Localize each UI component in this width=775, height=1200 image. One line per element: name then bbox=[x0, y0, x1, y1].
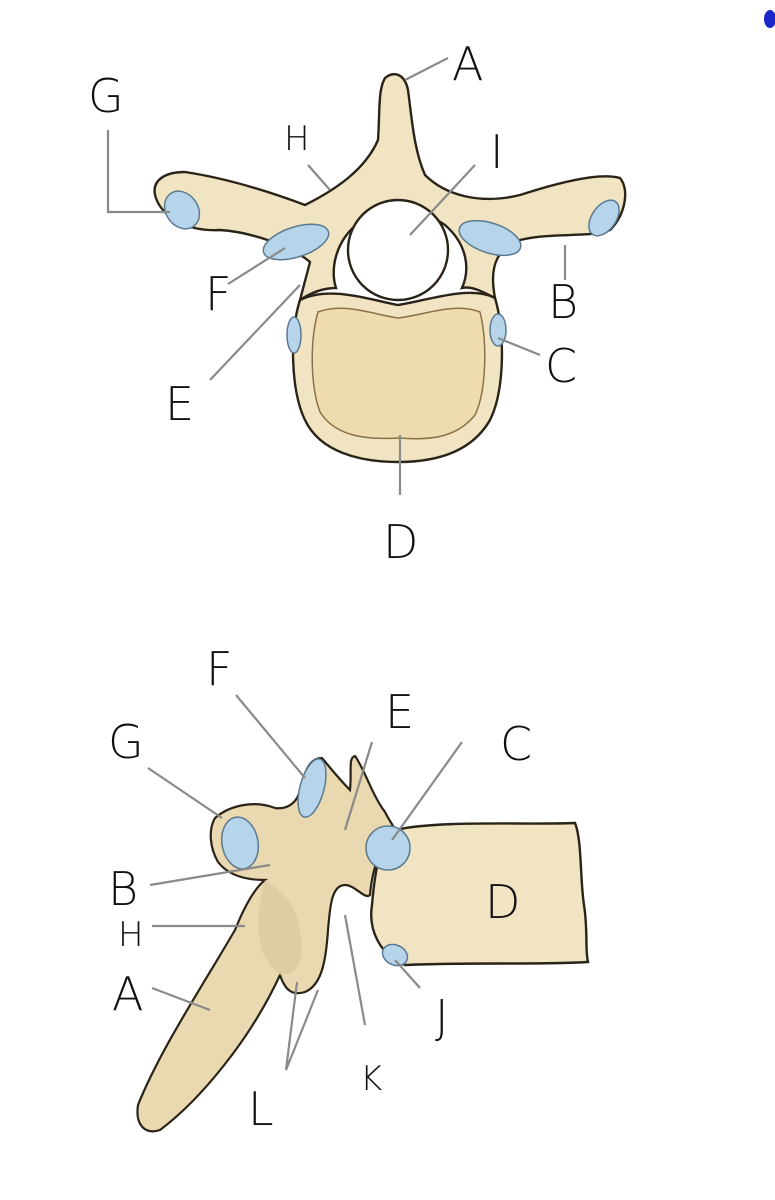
costal-facet-c bbox=[489, 313, 507, 347]
vertebral-foramen bbox=[346, 198, 450, 302]
label-a-lateral: A bbox=[112, 967, 143, 1021]
leader-g-lateral bbox=[147, 767, 223, 819]
leader-a-lateral bbox=[151, 986, 211, 1012]
label-l-lateral: L bbox=[248, 1082, 274, 1136]
label-j-lateral: J bbox=[435, 990, 449, 1044]
leader-k-lateral bbox=[343, 914, 367, 1026]
facet-f-lateral bbox=[297, 758, 327, 818]
label-c-superior: C bbox=[545, 339, 577, 393]
leader-f bbox=[227, 247, 286, 285]
label-h-lateral: H bbox=[118, 915, 144, 955]
leader-b-lateral bbox=[149, 863, 271, 887]
lateral-view: A B C D E F G H J K L bbox=[108, 642, 590, 1136]
label-i-superior: I bbox=[490, 125, 504, 179]
label-e-superior: E bbox=[165, 377, 194, 431]
leader-a bbox=[404, 57, 449, 81]
label-d-superior: D bbox=[383, 515, 418, 569]
label-g-lateral: G bbox=[108, 715, 144, 769]
leader-c bbox=[497, 336, 541, 357]
label-a-superior: A bbox=[452, 37, 483, 91]
leader-e-lateral bbox=[343, 741, 374, 831]
facet-g-left bbox=[163, 190, 201, 230]
label-b-superior: B bbox=[548, 275, 578, 329]
lamina-shading bbox=[258, 880, 302, 975]
vertebral-body-lateral bbox=[370, 821, 590, 967]
leader-e bbox=[209, 284, 301, 381]
facet-superior-right bbox=[458, 219, 522, 257]
label-d-lateral: D bbox=[485, 875, 520, 929]
label-g-superior: G bbox=[88, 69, 124, 123]
label-c-lateral: C bbox=[500, 717, 532, 771]
corner-dot-marker bbox=[764, 10, 775, 28]
leader-l-lateral bbox=[284, 981, 320, 1071]
leader-g bbox=[106, 130, 170, 214]
label-f-superior: F bbox=[205, 267, 231, 321]
label-e-lateral: E bbox=[385, 685, 414, 739]
label-b-lateral: B bbox=[108, 862, 138, 916]
facet-right-transverse bbox=[588, 199, 620, 237]
superior-view: A B C D E F G H I bbox=[88, 37, 627, 569]
costal-facet-left bbox=[286, 316, 302, 354]
leader-c-lateral bbox=[391, 741, 463, 841]
costal-facet-j bbox=[381, 943, 409, 967]
label-k-lateral: K bbox=[360, 1059, 382, 1099]
label-f-lateral: F bbox=[206, 642, 232, 696]
leader-h bbox=[307, 164, 331, 191]
costal-facet-c-lateral bbox=[365, 825, 411, 871]
body-cancellous-area bbox=[311, 307, 486, 440]
label-h-superior: H bbox=[284, 119, 310, 159]
leader-j-lateral bbox=[394, 959, 421, 989]
leader-f-lateral bbox=[235, 694, 306, 779]
leader-i bbox=[409, 164, 476, 236]
